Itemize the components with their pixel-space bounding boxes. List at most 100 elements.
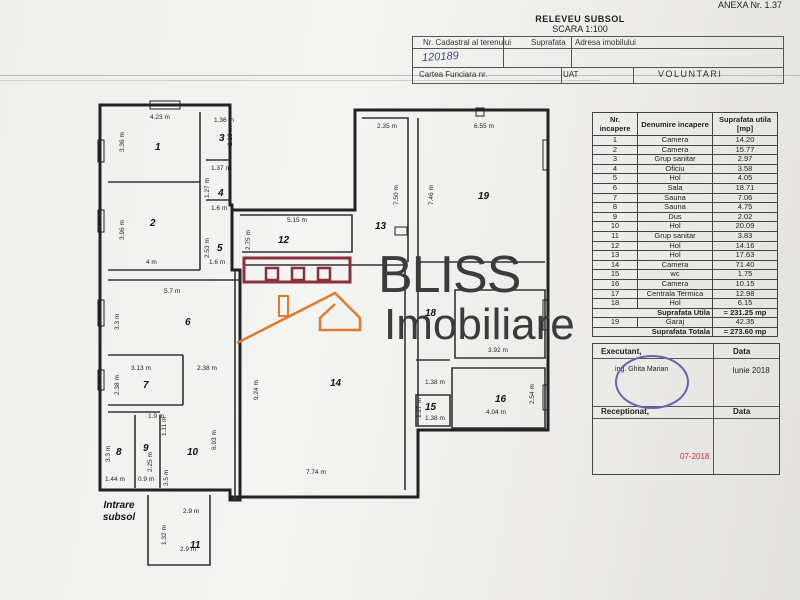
col-header: Suprafata utila [mp] bbox=[712, 112, 778, 136]
table-cell: 3 bbox=[592, 154, 638, 165]
logo-house-icon bbox=[236, 256, 362, 345]
dimension: 2.38 m bbox=[197, 365, 217, 372]
col-header: Nr. incapere bbox=[592, 112, 638, 136]
rooms-table: Nr. incapere Denumire incapere Suprafata… bbox=[592, 112, 778, 338]
table-cell: = 273.60 mp bbox=[712, 326, 778, 338]
room-label: 3 bbox=[219, 133, 225, 144]
uat-value: VOLUNTARI bbox=[658, 69, 723, 79]
table-cell: 19 bbox=[592, 317, 638, 328]
dimension: 2.75 m bbox=[245, 230, 252, 250]
dimension: 1.9 m bbox=[148, 413, 164, 420]
room-label: 13 bbox=[375, 221, 387, 232]
dimension: 6.55 m bbox=[474, 123, 494, 130]
table-cell: 2.97 bbox=[712, 154, 778, 165]
table-cell: Grup sanitar bbox=[637, 154, 713, 165]
dimension: 0.9 m bbox=[138, 476, 154, 483]
dimension: 4.04 m bbox=[486, 409, 506, 416]
dimension: 3.3 m bbox=[105, 446, 112, 462]
room-label: 14 bbox=[330, 378, 342, 389]
dimension: 7.74 m bbox=[306, 469, 326, 476]
date-label-2: Data bbox=[733, 407, 751, 416]
dimension: 1.6 m bbox=[209, 259, 225, 266]
dimension: 5.15 m bbox=[287, 217, 307, 224]
reception-stamp-date: 07-2018 bbox=[680, 452, 710, 461]
dimension: 1.27 m bbox=[204, 178, 211, 198]
table-cell: 3.83 bbox=[712, 230, 778, 242]
dimension: 3.3 m bbox=[114, 314, 121, 330]
table-cell: 1 bbox=[592, 135, 638, 146]
table-cell: 18.71 bbox=[712, 182, 778, 194]
room-label: 19 bbox=[478, 191, 490, 202]
table-cell: Sala bbox=[637, 182, 713, 194]
receptionat-label: Receptionat, bbox=[601, 407, 650, 416]
dimension: 2.9 m bbox=[180, 546, 196, 553]
table-cell: 15 bbox=[592, 269, 638, 280]
table-cell: Hol bbox=[637, 250, 713, 261]
table-cell: 6.15 bbox=[712, 298, 778, 309]
cadastral-label: Nr. Cadastral al terenului bbox=[423, 38, 512, 47]
cadastral-table: Nr. Cadastral al terenului Suprafata Adr… bbox=[412, 36, 784, 84]
dimension: 1.37 m bbox=[211, 165, 231, 172]
watermark-brand-sub: Imobiliare bbox=[384, 300, 575, 349]
table-cell: 10.15 bbox=[712, 278, 778, 290]
executant-label: Executant, bbox=[601, 347, 642, 356]
room-label: 18 bbox=[425, 308, 437, 319]
table-cell: 16 bbox=[592, 278, 638, 290]
surface-label: Suprafata bbox=[531, 38, 566, 47]
table-cell: 1.75 bbox=[712, 269, 778, 280]
table-cell: 8 bbox=[592, 202, 638, 213]
table-cell: Suprafata Totala bbox=[592, 326, 713, 338]
annex-label: ANEXA Nr. 1.37 bbox=[717, 0, 782, 10]
table-cell: 42.35 bbox=[712, 317, 778, 328]
dimension: 2.9 m bbox=[183, 508, 199, 515]
room-label: 16 bbox=[495, 394, 507, 405]
dimension: 3.5 m bbox=[163, 470, 170, 486]
watermark-brand: BLISS bbox=[378, 246, 521, 304]
dimension: 2.25 m bbox=[147, 452, 154, 472]
table-cell: 6 bbox=[592, 182, 638, 194]
dimension: 1.6 m bbox=[211, 205, 227, 212]
table-cell: Camera bbox=[637, 135, 713, 146]
dimension: 1.27 m bbox=[416, 398, 423, 418]
dimension: 1.38 m bbox=[425, 415, 445, 422]
address-label: Adresa imobilului bbox=[575, 38, 636, 47]
dimension: 7.46 m bbox=[428, 185, 435, 205]
room-label: 10 bbox=[187, 447, 199, 458]
room-label: 12 bbox=[278, 235, 290, 246]
table-cell: 13 bbox=[592, 250, 638, 261]
plan-scale: SCARA 1:100 bbox=[552, 24, 608, 34]
table-cell: 14.20 bbox=[712, 135, 778, 146]
dimension: 3.13 m bbox=[131, 365, 151, 372]
table-cell: 10 bbox=[592, 221, 638, 232]
dimension: 1.32 m bbox=[161, 525, 168, 545]
executant-stamp bbox=[615, 355, 689, 409]
dimension: 5.7 m bbox=[164, 288, 180, 295]
paper-fold bbox=[0, 75, 800, 76]
table-cell: Grup sanitar bbox=[637, 230, 713, 242]
room-label: 4 bbox=[217, 188, 224, 199]
dimension: 2.54 m bbox=[529, 384, 536, 404]
room-label: 11 bbox=[190, 540, 201, 551]
dimension: 2.38 m bbox=[114, 375, 121, 395]
dimension: 6.93 m bbox=[211, 430, 218, 450]
dimension: 4.23 m bbox=[150, 114, 170, 121]
dimension: 3.36 m bbox=[119, 132, 126, 152]
plan-title: RELEVEU SUBSOL bbox=[535, 14, 625, 24]
col-header: Denumire incapere bbox=[637, 112, 713, 136]
dimension: 2.35 m bbox=[377, 123, 397, 130]
table-cell: 17.63 bbox=[712, 250, 778, 261]
dimension: 4 m bbox=[146, 259, 157, 266]
dimension: 1.38 m bbox=[425, 379, 445, 386]
table-cell: 11 bbox=[592, 230, 638, 242]
